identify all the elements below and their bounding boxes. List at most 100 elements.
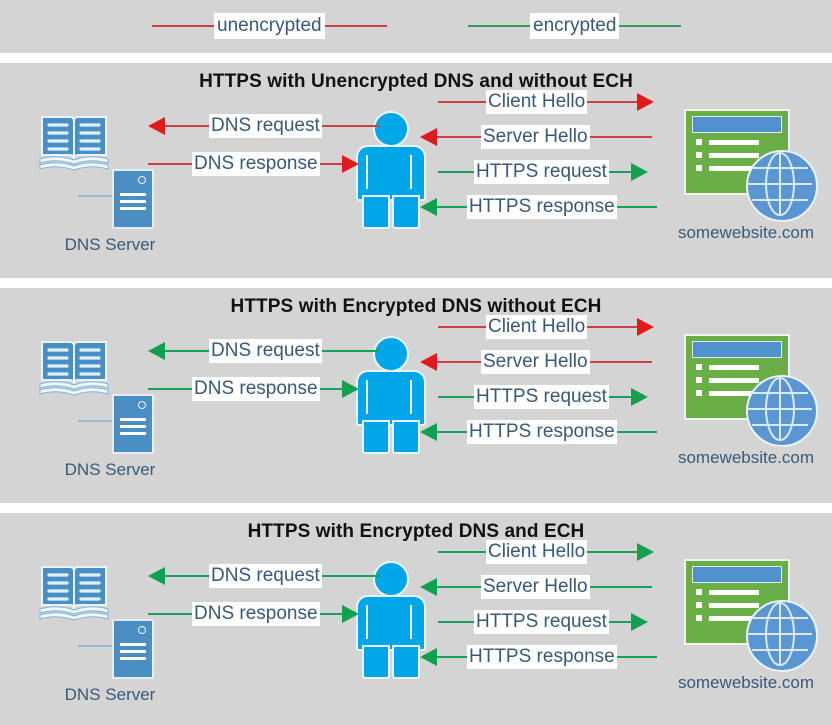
person-icon (352, 111, 426, 229)
flow-line-leading (438, 396, 474, 398)
flow-client-hello: Client Hello (438, 540, 655, 564)
arrow-right-icon (341, 605, 359, 623)
legend-label-encrypted: encrypted (530, 13, 620, 39)
flow-line-leading (437, 431, 467, 433)
person-head-icon (373, 336, 409, 372)
flow-line-leading (148, 163, 192, 165)
server-indicator-icon (138, 176, 146, 184)
arrow-left-icon (420, 353, 437, 371)
flow-line-trailing (319, 613, 342, 615)
globe-icon (746, 375, 818, 447)
globe-icon-svg (748, 377, 812, 441)
flow-line-leading (165, 125, 209, 127)
panel-title: HTTPS with Encrypted DNS without ECH (230, 296, 602, 317)
flow-label: DNS request (209, 339, 322, 363)
flow-line-trailing (589, 361, 652, 363)
flow-dns-response: DNS response (148, 152, 359, 176)
flow-https-request: HTTPS request (438, 610, 648, 634)
arrow-left-icon (148, 342, 165, 360)
arrow-left-icon (148, 567, 165, 585)
server-tower-icon (112, 394, 154, 454)
flow-line-leading (148, 388, 192, 390)
legend-label-unencrypted: unencrypted (214, 13, 325, 39)
server-tower-icon (112, 169, 154, 229)
flow-label: Client Hello (486, 90, 588, 114)
flow-line-leading (438, 171, 474, 173)
scenario-panel-2: HTTPS with Encrypted DNS without ECH DNS… (0, 288, 832, 503)
scenario-panel-1: HTTPS with Unencrypted DNS and without E… (0, 63, 832, 278)
dns-server-group: DNS Server (30, 111, 180, 261)
arrow-left-icon (420, 128, 437, 146)
book-icon (38, 561, 110, 623)
arrow-left-icon (420, 648, 437, 666)
flow-label: DNS request (209, 114, 322, 138)
flow-server-hello: Server Hello (420, 350, 652, 374)
legend-item-unencrypted: unencrypted (152, 13, 387, 39)
flow-server-hello: Server Hello (420, 125, 652, 149)
flow-dns-request: DNS request (148, 114, 380, 138)
legend-panel: unencrypted encrypted (0, 0, 832, 53)
flow-line-trailing (319, 388, 342, 390)
flow-https-request: HTTPS request (438, 160, 648, 184)
website-group: somewebsite.com (668, 555, 828, 715)
arrow-left-icon (420, 578, 437, 596)
flow-line-trailing (587, 326, 638, 328)
legend-line-unencrypted-2 (324, 25, 387, 27)
flow-label: HTTPS response (467, 645, 617, 669)
legend-line-unencrypted (152, 25, 214, 27)
flow-label: Client Hello (486, 315, 588, 339)
flow-line-trailing (589, 586, 652, 588)
flow-line-trailing (616, 431, 657, 433)
dns-server-label: DNS Server (64, 235, 156, 254)
flow-line-leading (437, 656, 467, 658)
arrow-right-icon (630, 613, 648, 631)
flow-label: HTTPS request (474, 385, 609, 409)
flow-line-trailing (319, 163, 342, 165)
flow-line-trailing (616, 656, 657, 658)
legend-line-encrypted-2 (619, 25, 682, 27)
flow-label: DNS request (209, 564, 322, 588)
globe-icon (746, 600, 818, 672)
flow-line-trailing (589, 136, 652, 138)
flow-https-response: HTTPS response (420, 645, 657, 669)
browser-window-icon (684, 109, 790, 195)
flow-https-request: HTTPS request (438, 385, 648, 409)
website-label: somewebsite.com (677, 673, 815, 692)
flow-line-trailing (321, 125, 380, 127)
globe-icon (746, 150, 818, 222)
arrow-right-icon (637, 318, 655, 336)
flow-line-trailing (587, 101, 638, 103)
book-icon-svg (39, 116, 109, 171)
flow-line-trailing (608, 621, 631, 623)
flow-label: DNS response (192, 152, 320, 176)
person-leg-right-icon (392, 420, 420, 454)
panel-title: HTTPS with Encrypted DNS and ECH (247, 521, 585, 542)
flow-label: HTTPS response (467, 195, 617, 219)
person-arm-right-icon (410, 380, 412, 414)
legend-item-encrypted: encrypted (468, 13, 682, 39)
dns-server-label: DNS Server (64, 460, 156, 479)
flow-label: DNS response (192, 602, 320, 626)
dns-server-group: DNS Server (30, 561, 180, 711)
book-icon-svg (39, 566, 109, 621)
flow-line-leading (165, 350, 209, 352)
flow-line-leading (438, 326, 486, 328)
person-leg-right-icon (392, 195, 420, 229)
globe-icon-svg (748, 602, 812, 666)
arrow-left-icon (420, 198, 437, 216)
person-arm-right-icon (410, 605, 412, 639)
flow-line-leading (437, 206, 467, 208)
flow-line-trailing (587, 551, 638, 553)
flow-https-response: HTTPS response (420, 195, 657, 219)
book-icon (38, 111, 110, 173)
legend-row: unencrypted encrypted (0, 0, 832, 53)
flow-line-leading (438, 101, 486, 103)
arrow-right-icon (341, 155, 359, 173)
person-arm-right-icon (410, 155, 412, 189)
person-leg-left-icon (362, 420, 390, 454)
flow-line-leading (437, 136, 481, 138)
flow-line-leading (438, 621, 474, 623)
flow-label: HTTPS request (474, 610, 609, 634)
book-icon (38, 336, 110, 398)
person-body-icon (356, 595, 426, 651)
